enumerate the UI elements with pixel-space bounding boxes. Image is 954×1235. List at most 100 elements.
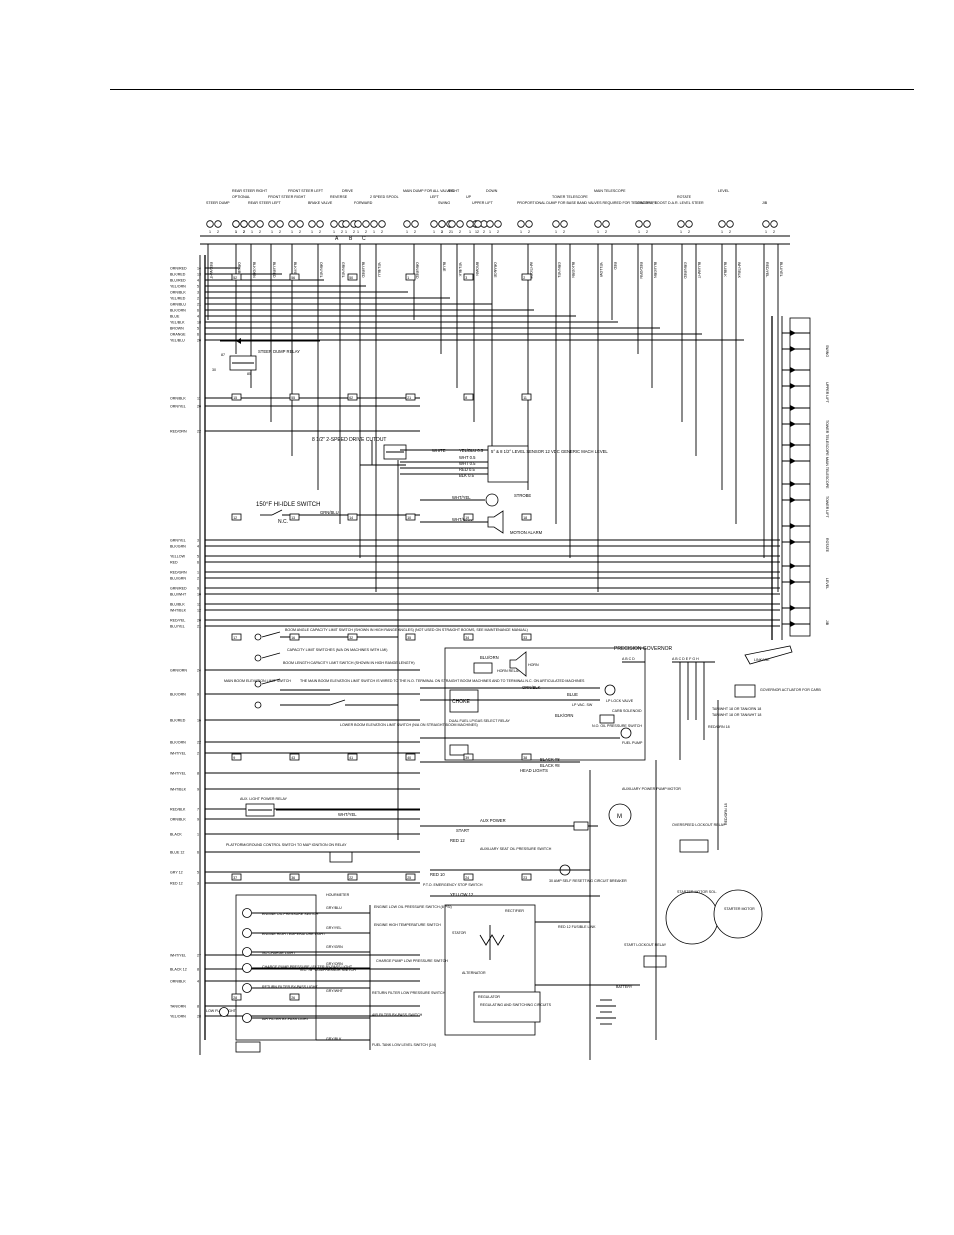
function-label: SWING <box>825 345 829 357</box>
valve-label: FRONT STEER RIGHT <box>268 195 306 199</box>
callout-box <box>463 513 474 521</box>
valve-label: PROPORTIONAL DUMP FOR BASE BAND VALVES R… <box>517 201 704 205</box>
drop-label: RED <box>613 262 617 270</box>
svg-text:RED/ORN 18: RED/ORN 18 <box>724 803 728 825</box>
valve-pin-2: 2 <box>528 230 530 234</box>
valve-pin-1: 1 <box>597 230 599 234</box>
callout: 52 <box>231 273 242 281</box>
callout-number: 32 <box>349 636 353 640</box>
callout-number: 40 <box>407 756 411 760</box>
level-sensor-label: 5° & 8 1/2° LEVEL SENSOR 12 VDC GENERIC … <box>491 449 608 454</box>
svg-text:BLK/ORN: BLK/ORN <box>555 713 573 718</box>
svg-text:WHT 0.5: WHT 0.5 <box>459 455 476 460</box>
callout: 13 <box>289 513 300 521</box>
wire-label: BLK/RED <box>170 273 186 277</box>
valve-pin-2: 2 <box>563 230 565 234</box>
warning-lights: HOURMETER ENGINE OIL PRESSURE SWITCH ENG… <box>206 893 452 1053</box>
callout-number: 23 <box>523 876 527 880</box>
wire-label: BLUE 12 <box>170 851 184 855</box>
wire-pin: 4 <box>197 980 199 984</box>
callout-box <box>347 393 358 401</box>
callout-box <box>463 393 474 401</box>
wire-label: BLK/GRN <box>170 545 186 549</box>
valve-pin-1: 1 <box>489 230 491 234</box>
callout-number: 37 <box>233 876 237 880</box>
linkage-label: LINKAGE <box>754 658 770 662</box>
callout-box <box>463 273 474 281</box>
return-filter-sw-label: RETURN FILTER LOW PRESSURE SWITCH <box>372 991 446 995</box>
wire-label: BLU/YEL <box>170 625 185 629</box>
wire-pin: 6 <box>197 309 199 313</box>
coil-right <box>240 220 248 228</box>
wire-label: BLK/ORN <box>170 693 186 697</box>
valve-pin-2: 2 <box>477 230 479 234</box>
callout: 35 <box>405 633 416 641</box>
function-group: SWING <box>782 330 829 357</box>
callout-number: 55 <box>291 396 295 400</box>
valve-drop: GRN/RED <box>681 244 687 422</box>
svg-text:30: 30 <box>212 368 216 372</box>
coil-right <box>474 220 482 228</box>
valve-drop: RED/GRN <box>637 244 643 354</box>
wire-pin: 18 <box>197 321 201 325</box>
wire-pin: 3 <box>197 291 199 295</box>
wire-pin: 5 <box>197 555 199 559</box>
ignition-region: TO MAP IGNITION ON RELAY PLATFORM/GROUND… <box>226 770 627 1060</box>
wire-label: RED/GRN <box>170 571 187 575</box>
coil-right <box>726 220 734 228</box>
svg-text:GRY/BLU: GRY/BLU <box>326 906 342 910</box>
coil-right <box>276 220 284 228</box>
wire-label: BLU/WHT <box>170 593 187 597</box>
valve-pin-2: 2 <box>688 230 690 234</box>
governor-label: PRECISION GOVERNOR <box>614 646 672 652</box>
drop-label: BLU/GRN <box>653 262 657 278</box>
precision-governor: PRECISION GOVERNOR A B C D A B C D E F G… <box>614 645 821 760</box>
drop-label: BLK/ORN <box>252 262 256 278</box>
function-label: LEVEL <box>825 578 829 589</box>
diode <box>790 579 796 585</box>
callout-box <box>231 273 242 281</box>
function-label: TOWER TELESCOPE <box>825 420 829 456</box>
aux-motor-label: AUXILIARY POWER PUMP MOTOR <box>622 787 681 791</box>
callout: 50 <box>347 273 358 281</box>
pos-a: A <box>335 236 339 242</box>
wire-label: ORN/BLK <box>170 397 186 401</box>
wire-label: BLACK 12 <box>170 968 187 972</box>
valve-pin-1: 1 <box>520 230 522 234</box>
valve-drop: BLU/YEL <box>777 244 783 592</box>
wire-pin: 6 <box>197 333 199 337</box>
wire-pin: 9 <box>197 587 199 591</box>
valve-label: LEFT <box>430 195 440 199</box>
callout: 9 <box>231 753 242 761</box>
wire-pin: 4 <box>197 279 199 283</box>
callout: 14 <box>347 513 358 521</box>
coil-left <box>268 220 276 228</box>
no-charge-label: NO CHARGE LIGHT <box>262 951 296 955</box>
drop-label: ORN/RED <box>415 262 419 279</box>
drop-label: GRN/RED <box>683 262 687 279</box>
wire-pin: 20 <box>197 619 201 623</box>
valve-pin-1: 1 <box>406 230 408 234</box>
drop-label: WHT/BLK <box>737 262 741 279</box>
callout-box <box>231 993 242 1001</box>
callout-box <box>463 633 474 641</box>
svg-text:GRY/ORN: GRY/ORN <box>326 962 343 966</box>
wire-pin: 6 <box>197 851 199 855</box>
wire-label: YEL/ORN <box>170 285 186 289</box>
wire-pin: 14 <box>197 267 201 271</box>
motion-alarm-label: MOTION ALARM <box>510 530 543 535</box>
